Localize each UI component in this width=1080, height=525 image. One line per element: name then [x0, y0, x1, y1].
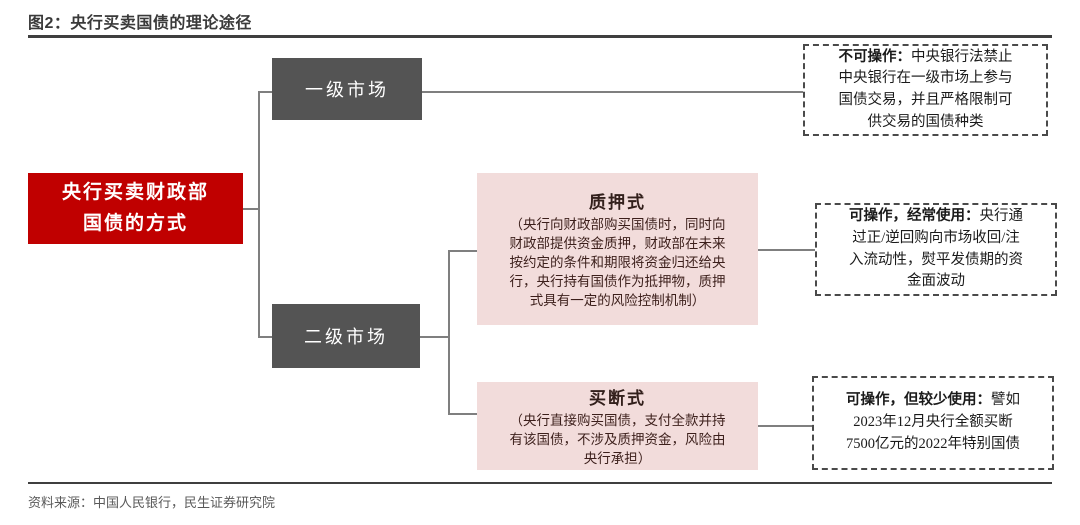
outright-note-body: 譬如 2023年12月央行全额买断 7500亿元的2022年特别国债	[846, 392, 1020, 452]
primary-note-body: 中央银行法禁止 中央银行在一级市场上参与 国债交易，并且严格限制可 供交易的国债…	[838, 48, 1013, 130]
pledge-method-title: 质押式	[589, 192, 646, 212]
title-underline	[28, 35, 1052, 38]
root-node-central-bank-methods: 央行买卖财政部 国债的方式	[28, 173, 243, 244]
outright-method-note-text: 可操作，但较少使用：譬如 2023年12月央行全额买断 7500亿元的2022年…	[846, 390, 1020, 455]
figure-title: 图2：央行买卖国债的理论途径	[28, 15, 252, 32]
connector-root-stub	[243, 208, 258, 210]
connector-outright-to-note	[758, 425, 812, 427]
primary-market-note: 不可操作：中央银行法禁止 中央银行在一级市场上参与 国债交易，并且严格限制可 供…	[803, 44, 1048, 136]
primary-market-note-text: 不可操作：中央银行法禁止 中央银行在一级市场上参与 国债交易，并且严格限制可 供…	[839, 47, 1013, 134]
primary-market-node: 一级市场	[272, 58, 422, 120]
bottom-rule	[28, 482, 1052, 484]
connector-secondary-stub	[258, 336, 274, 338]
connector-primary-stub	[258, 91, 274, 93]
connector-right-vertical	[448, 250, 450, 415]
connector-outright-stub	[448, 413, 477, 415]
pledge-method-description: （央行向财政部购买国债时，同时向 财政部提供资金质押，财政部在未来 按约定的条件…	[509, 216, 726, 309]
pledge-method-note: 可操作，经常使用：央行通 过正/逆回购向市场收回/注 入流动性，熨平发债期的资 …	[815, 203, 1057, 296]
pledge-note-body: 央行通 过正/逆回购向市场收回/注 入流动性，熨平发债期的资 金面波动	[849, 208, 1023, 290]
outright-method-note: 可操作，但较少使用：譬如 2023年12月央行全额买断 7500亿元的2022年…	[812, 376, 1054, 470]
connector-pledge-to-note	[758, 249, 815, 251]
connector-secondary-out	[419, 336, 448, 338]
connector-left-vertical	[258, 91, 260, 338]
outright-method-description: （央行直接购买国债，支付全款并持 有该国债，不涉及质押资金，风险由 央行承担）	[509, 412, 726, 467]
primary-note-lead: 不可操作：	[838, 48, 912, 65]
connector-pledge-stub	[448, 250, 477, 252]
pledge-note-lead: 可操作，经常使用：	[849, 208, 980, 224]
outright-method-title: 买断式	[589, 388, 646, 408]
source-attribution: 资料来源：中国人民银行，民生证券研究院	[28, 495, 276, 510]
connector-primary-to-note	[421, 91, 803, 93]
pledge-method-note-text: 可操作，经常使用：央行通 过正/逆回购向市场收回/注 入流动性，熨平发债期的资 …	[849, 206, 1023, 293]
pledge-method-node: 质押式 （央行向财政部购买国债时，同时向 财政部提供资金质押，财政部在未来 按约…	[477, 173, 758, 325]
secondary-market-node: 二级市场	[272, 304, 420, 368]
outright-note-lead: 可操作，但较少使用：	[846, 392, 991, 409]
outright-method-node: 买断式 （央行直接购买国债，支付全款并持 有该国债，不涉及质押资金，风险由 央行…	[477, 382, 758, 470]
